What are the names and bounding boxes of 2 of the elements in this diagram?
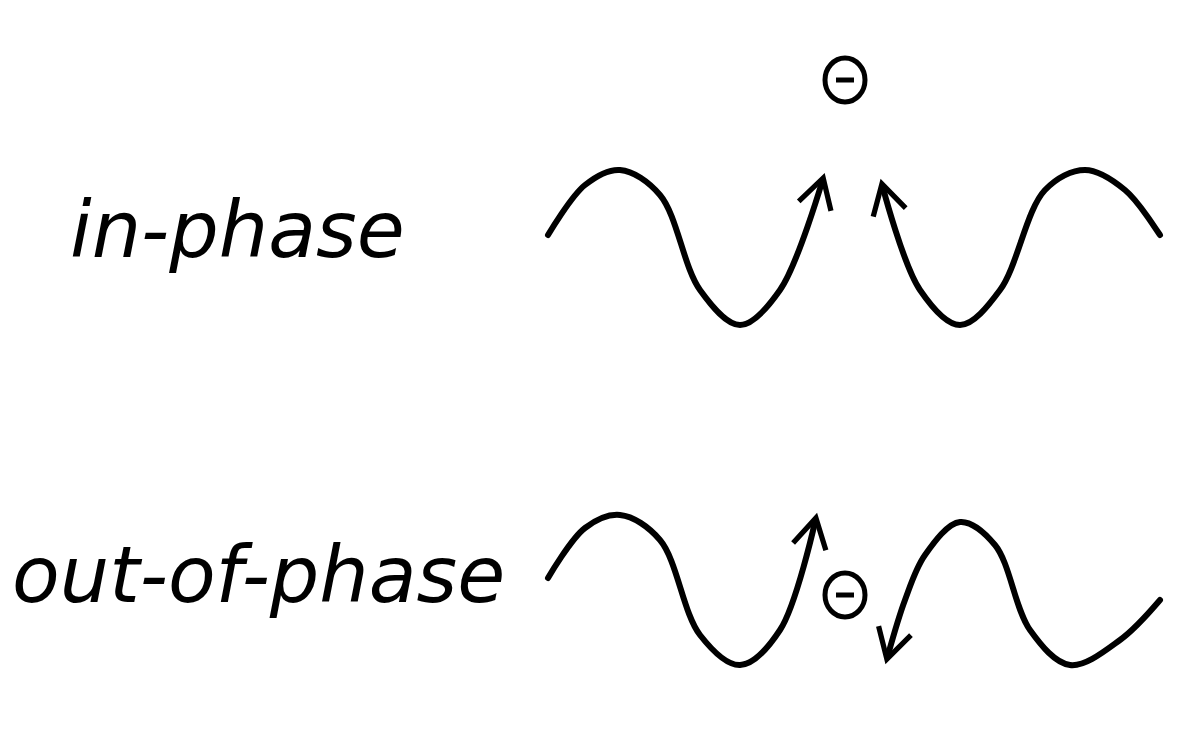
phase-label: out-of-phase xyxy=(12,530,506,620)
phase-label: in-phase xyxy=(70,185,405,275)
